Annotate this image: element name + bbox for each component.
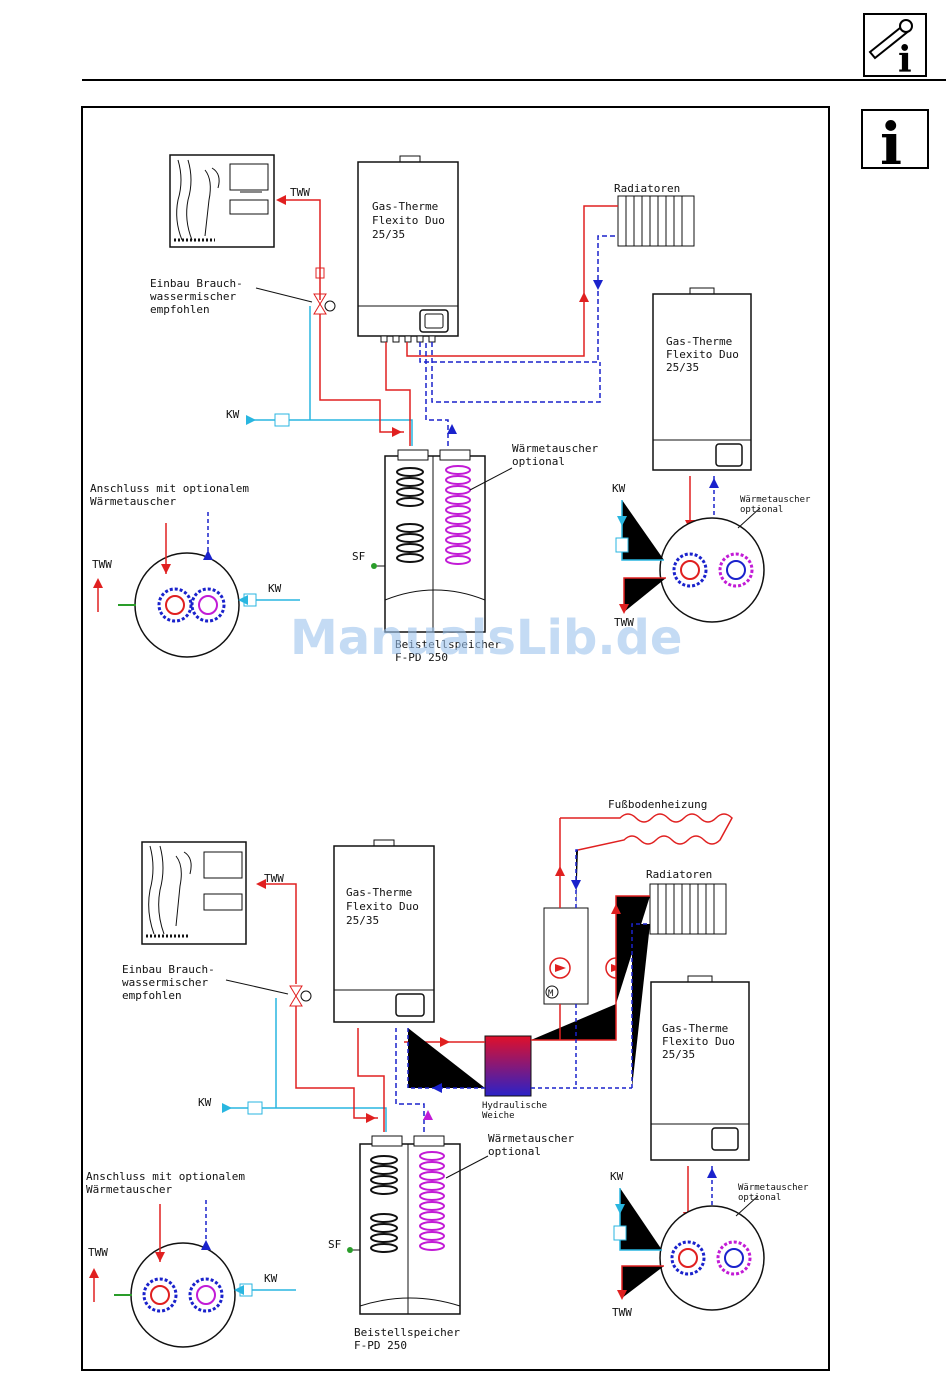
conn-label-1: Anschluss mit optionalem (86, 1170, 245, 1183)
storage-tank: SF Beistellspeicher F-PD 250 (328, 1135, 461, 1352)
hx-label-2: optional (512, 455, 565, 468)
watermark: ManualsLib.de (290, 610, 682, 666)
boiler-label-1: Gas-Therme (346, 886, 412, 899)
mixer-label-3: empfohlen (122, 989, 182, 1002)
left-tww-label: TWW (88, 1246, 108, 1259)
info-letter: i (880, 110, 902, 178)
mixer-valve (313, 267, 336, 315)
hx-label-1: Wärmetauscher (512, 442, 598, 455)
right-boiler-label-1: Gas-Therme (666, 335, 732, 348)
conn-label-1: Anschluss mit optionalem (90, 482, 249, 495)
connection-detail (114, 1200, 296, 1348)
bathroom-icon (141, 841, 247, 945)
floor-heating-coil (560, 813, 733, 851)
connection-detail (118, 512, 300, 658)
boiler-label-3: 25/35 (346, 914, 379, 927)
top-diagram: Gas-Therme Flexito Duo 25/35 Radiatoren (90, 154, 811, 664)
conn-label-2: Wärmetauscher (90, 495, 176, 508)
tank-label-1: Beistellspeicher (395, 638, 501, 651)
wrench-info-icon: i (863, 13, 927, 81)
storage-tank: SF Beistellspeicher F-PD 250 (352, 449, 501, 664)
kw-label: KW (198, 1096, 212, 1109)
pipe-return-radiator (419, 235, 618, 363)
floor-heating-label: Fußbodenheizung (608, 798, 707, 811)
mixer-label-2: wassermischer (150, 290, 236, 303)
boiler-label-2: Flexito Duo (372, 214, 445, 227)
hx-label-2: optional (488, 1145, 541, 1158)
radiator-label: Radiatoren (614, 182, 680, 195)
boiler-label-2: Flexito Duo (346, 900, 419, 913)
tww-label: TWW (264, 872, 284, 885)
boiler-main: Gas-Therme Flexito Duo 25/35 (333, 839, 435, 1023)
left-tww-label: TWW (92, 558, 112, 571)
boiler-right: Gas-Therme Flexito Duo 25/35 (650, 975, 750, 1161)
conn-label-2: Wärmetauscher (86, 1183, 172, 1196)
right-hx-label-1: Wärmetauscher (740, 495, 811, 505)
left-kw-label: KW (268, 582, 282, 595)
tank-label-1: Beistellspeicher (354, 1326, 460, 1339)
right-hx-label-2: optional (738, 1193, 781, 1203)
radiator: Radiatoren (614, 182, 695, 247)
mixer-label-3: empfohlen (150, 303, 210, 316)
tank-label-2: F-PD 250 (354, 1339, 407, 1352)
pipe-flow-radiator (406, 205, 618, 357)
sf-label: SF (352, 550, 365, 563)
diagram-frame (81, 106, 830, 1371)
weiche-label-1: Hydraulische (482, 1101, 547, 1111)
radiator-label: Radiatoren (646, 868, 712, 881)
weiche-label-2: Weiche (482, 1111, 515, 1121)
bottom-diagram: Gas-Therme Flexito Duo 25/35 Fußbodenhei… (86, 798, 809, 1352)
right-boiler-label-2: Flexito Duo (666, 348, 739, 361)
right-hx-label-2: optional (740, 505, 783, 515)
hydraulic-separator (484, 1035, 532, 1097)
boiler-label-1: Gas-Therme (372, 200, 438, 213)
right-connection-detail (659, 1205, 765, 1311)
radiator: Radiatoren (646, 868, 727, 935)
pipe-tww (278, 199, 321, 300)
right-boiler-label-3: 25/35 (666, 361, 699, 374)
left-kw-label: KW (264, 1272, 278, 1285)
right-boiler-label-3: 25/35 (662, 1048, 695, 1061)
boiler-label-3: 25/35 (372, 228, 405, 241)
right-hx-label-1: Wärmetauscher (738, 1183, 809, 1193)
info-icon: i (861, 109, 929, 178)
pipe-kw (248, 419, 413, 446)
right-tww-label: TWW (612, 1306, 632, 1319)
right-connection-detail (659, 517, 765, 623)
tank-label-2: F-PD 250 (395, 651, 448, 664)
right-tww-label: TWW (614, 616, 634, 629)
right-kw-label: KW (612, 482, 626, 495)
pump-group: M (543, 907, 627, 1005)
boiler-main: Gas-Therme Flexito Duo 25/35 (357, 155, 459, 343)
tww-label: TWW (290, 186, 310, 199)
bathroom-icon (169, 154, 275, 248)
boiler-right: Gas-Therme Flexito Duo 25/35 (652, 287, 752, 471)
motor-label: M (548, 989, 554, 999)
right-boiler-label-1: Gas-Therme (662, 1022, 728, 1035)
right-boiler-label-2: Flexito Duo (662, 1035, 735, 1048)
sf-label: SF (328, 1238, 341, 1251)
mixer-label-1: Einbau Brauch- (122, 963, 215, 976)
right-kw-label: KW (610, 1170, 624, 1183)
info-letter: i (898, 39, 912, 81)
hx-label-1: Wärmetauscher (488, 1132, 574, 1145)
mixer-valve (289, 985, 312, 1007)
mixer-label-2: wassermischer (122, 976, 208, 989)
kw-label: KW (226, 408, 240, 421)
mixer-label-1: Einbau Brauch- (150, 277, 243, 290)
